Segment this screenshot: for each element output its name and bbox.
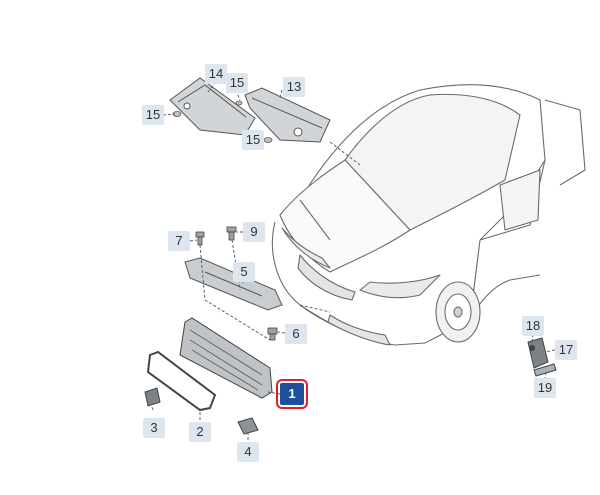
callout-17: 17 xyxy=(555,340,577,360)
callout-5: 5 xyxy=(233,262,255,282)
car-body xyxy=(271,84,586,346)
bolt-7 xyxy=(195,231,205,246)
callout-4: 4 xyxy=(237,442,259,462)
callout-15: 15 xyxy=(242,130,264,150)
plenum-panel-left xyxy=(169,77,256,136)
callout-7: 7 xyxy=(168,231,190,251)
callout-18: 18 xyxy=(522,316,544,336)
radiator-grille xyxy=(179,317,273,399)
callout-13: 13 xyxy=(283,77,305,97)
callout-19: 19 xyxy=(534,378,556,398)
trim-piece-19 xyxy=(533,363,557,377)
callout-2: 2 xyxy=(189,422,211,442)
callout-1-highlighted[interactable]: 1 xyxy=(276,379,308,409)
callout-15: 15 xyxy=(226,73,248,93)
plenum-panel-right xyxy=(244,87,331,143)
callout-15: 15 xyxy=(142,105,164,125)
clip-18 xyxy=(529,345,535,351)
callout-9: 9 xyxy=(243,222,265,242)
callout-14: 14 xyxy=(205,64,227,84)
clip-part xyxy=(237,417,259,435)
screw-6 xyxy=(267,327,278,341)
callout-3: 3 xyxy=(143,418,165,438)
trim-cap xyxy=(144,387,161,407)
grille-bracket xyxy=(184,257,283,311)
trim-piece-17 xyxy=(527,337,549,369)
grille-frame xyxy=(146,350,217,412)
bolt-9 xyxy=(226,226,237,241)
callout-6: 6 xyxy=(285,324,307,344)
